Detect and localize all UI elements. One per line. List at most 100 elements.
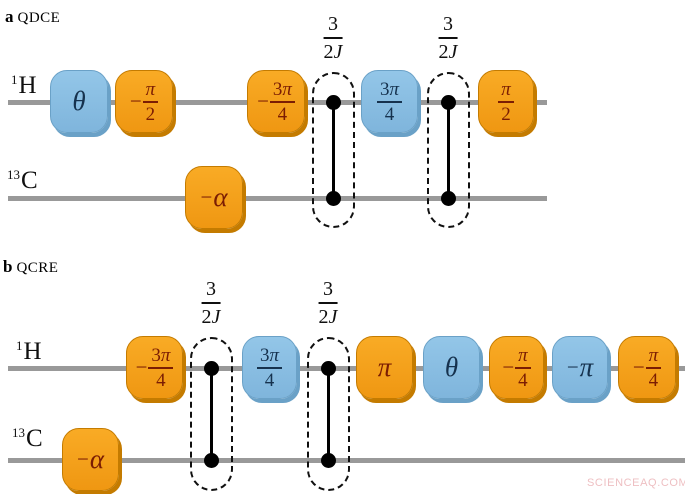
gate-minus-α: −α bbox=[62, 428, 119, 491]
qubit-label-H: 1H bbox=[11, 73, 37, 98]
panel-letter: b bbox=[3, 257, 13, 276]
fraction-denominator: 2J bbox=[201, 306, 221, 328]
isotope-superscript: 1 bbox=[11, 72, 18, 87]
fraction-denominator: 2J bbox=[438, 41, 458, 63]
j-coupling-box bbox=[307, 337, 350, 491]
fraction-bar bbox=[148, 366, 174, 369]
j-coupling-dot bbox=[441, 95, 456, 110]
minus-sign: − bbox=[502, 355, 515, 379]
fraction-denominator: 2J bbox=[323, 41, 343, 63]
gate-θ: θ bbox=[423, 336, 480, 399]
j-coupling-box bbox=[312, 72, 355, 228]
fraction-numerator: π bbox=[501, 78, 511, 100]
gate-symbol: θ bbox=[444, 352, 459, 382]
fraction-bar bbox=[142, 100, 159, 103]
qubit-label-C: 13C bbox=[12, 426, 43, 451]
fraction-denominator: 2 bbox=[501, 103, 511, 125]
j-coupling-line bbox=[327, 368, 330, 460]
j-coupling-dot bbox=[204, 453, 219, 468]
fraction-denominator: 4 bbox=[648, 369, 659, 391]
gate-symbol: α bbox=[213, 182, 228, 212]
gate-θ: θ bbox=[50, 70, 108, 133]
fraction-bar bbox=[318, 302, 338, 304]
j-coupling-dot bbox=[204, 361, 219, 376]
qubit-label-C: 13C bbox=[7, 168, 38, 193]
fraction-numerator: 3π bbox=[151, 344, 171, 366]
fraction-denominator: 2 bbox=[145, 103, 156, 125]
panel-name: QDCE bbox=[17, 10, 61, 26]
fraction-bar bbox=[645, 366, 662, 369]
element-symbol: C bbox=[26, 425, 43, 452]
j-coupling-dot bbox=[326, 191, 341, 206]
fraction-denominator: 4 bbox=[384, 103, 395, 125]
fraction-numerator: π bbox=[518, 344, 528, 366]
fraction-denominator: 2J bbox=[318, 306, 338, 328]
gate-π: π bbox=[356, 336, 413, 399]
panel-name: QCRE bbox=[16, 260, 59, 276]
gate-symbol: α bbox=[89, 444, 105, 474]
fraction-numerator: π bbox=[145, 78, 156, 100]
j-coupling-line bbox=[447, 102, 450, 198]
minus-sign: − bbox=[257, 89, 269, 113]
fraction-bar bbox=[376, 100, 403, 103]
isotope-superscript: 13 bbox=[12, 425, 25, 440]
qubit-label-H: 1H bbox=[16, 339, 42, 364]
element-symbol: H bbox=[18, 72, 37, 99]
fraction-denominator: 4 bbox=[277, 103, 288, 125]
gate-symbol: θ bbox=[72, 86, 86, 116]
minus-sign: − bbox=[76, 447, 89, 471]
minus-sign: − bbox=[566, 355, 579, 379]
isotope-superscript: 13 bbox=[7, 167, 20, 182]
element-symbol: C bbox=[21, 167, 38, 194]
gate-minus-α: −α bbox=[185, 166, 243, 229]
fraction-numerator: 3 bbox=[322, 278, 333, 300]
gate-symbol: π bbox=[579, 352, 594, 382]
gate-minus-π: −π bbox=[552, 336, 608, 399]
fraction-numerator: 3 bbox=[205, 278, 216, 300]
minus-sign: − bbox=[632, 355, 645, 379]
fraction-bar bbox=[438, 37, 458, 39]
fraction-bar bbox=[323, 37, 343, 39]
watermark: SCIENCEAQ.COM bbox=[587, 477, 685, 489]
j-coupling-box bbox=[427, 72, 470, 228]
gate-symbol: π bbox=[377, 352, 392, 382]
minus-sign: − bbox=[200, 185, 213, 209]
panel-letter: a bbox=[5, 7, 14, 26]
j-coupling-dot bbox=[321, 453, 336, 468]
qubit-wire-C bbox=[8, 458, 685, 463]
fraction-numerator: 3π bbox=[272, 78, 292, 100]
fraction-numerator: 3 bbox=[442, 13, 453, 35]
isotope-superscript: 1 bbox=[16, 338, 23, 353]
qubit-wire-H bbox=[8, 366, 685, 371]
fraction-numerator: 3π bbox=[379, 78, 400, 100]
j-coupling-box bbox=[190, 337, 233, 491]
j-coupling-dot bbox=[321, 361, 336, 376]
minus-sign: − bbox=[135, 355, 148, 379]
fraction-denominator: 4 bbox=[264, 369, 275, 391]
element-symbol: H bbox=[23, 338, 42, 365]
j-coupling-line bbox=[332, 102, 335, 198]
fraction-numerator: 3 bbox=[327, 13, 338, 35]
fraction-denominator: 4 bbox=[156, 369, 166, 391]
fraction-numerator: π bbox=[648, 344, 659, 366]
